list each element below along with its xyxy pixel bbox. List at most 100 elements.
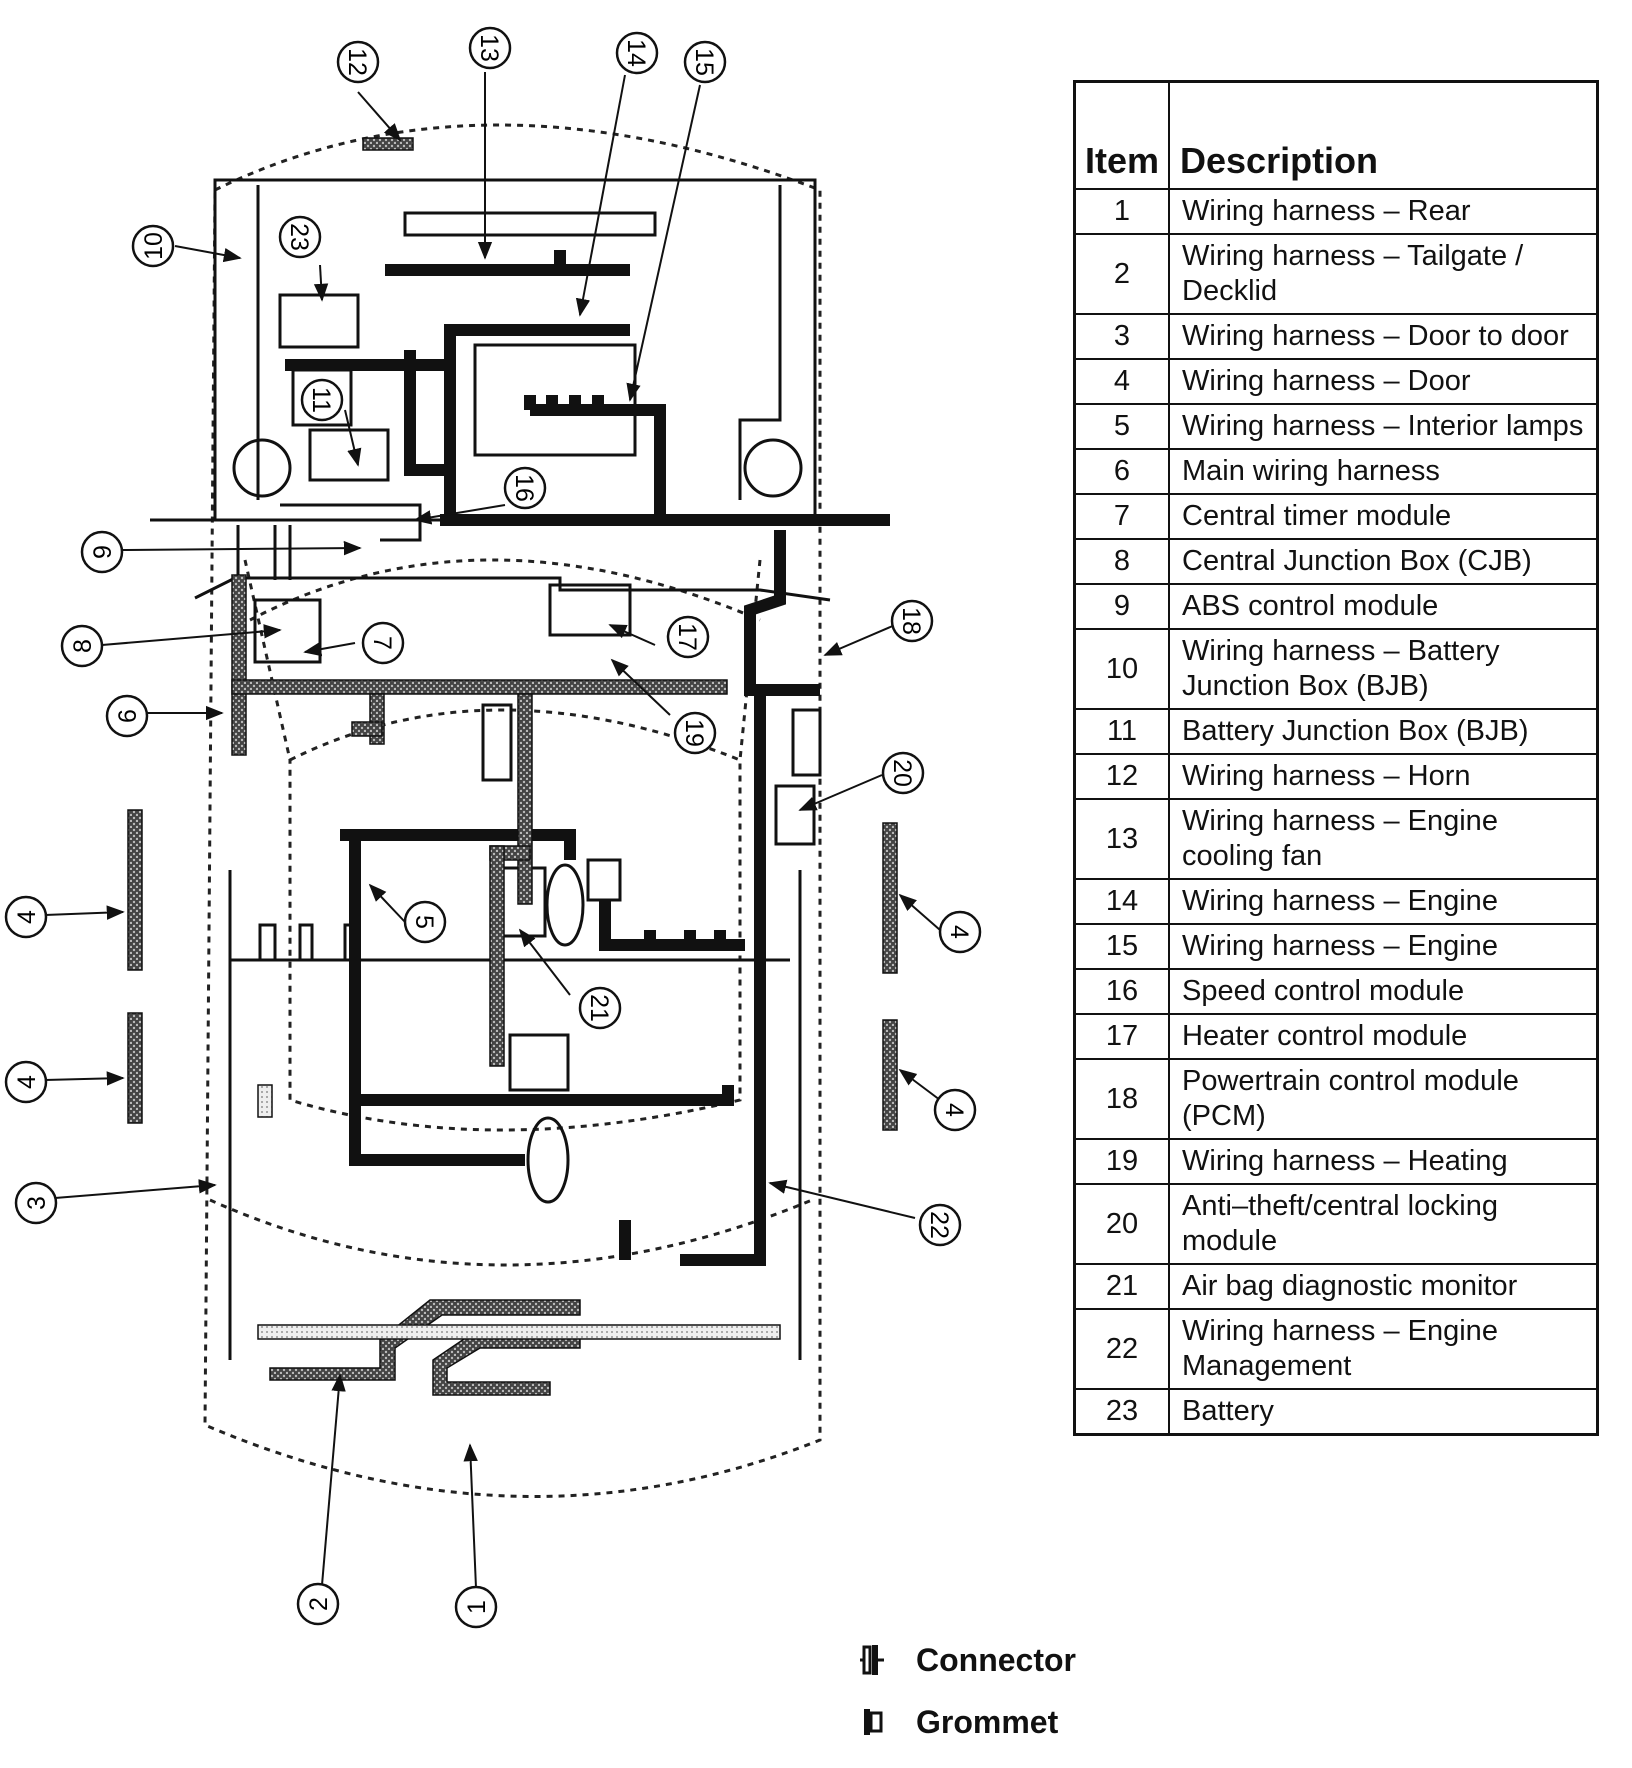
callout-11: 11 (300, 378, 344, 422)
callout-18-label: 18 (897, 607, 925, 635)
item-number: 15 (1073, 923, 1170, 970)
item-description: Wiring harness – Engine (1168, 923, 1599, 970)
item-number: 17 (1073, 1013, 1170, 1060)
callout-10-label: 10 (140, 232, 168, 260)
item-number: 3 (1073, 313, 1170, 360)
item-description: Central Junction Box (CJB) (1168, 538, 1599, 585)
callout-15: 15 (683, 40, 727, 84)
harness-black (285, 250, 890, 1266)
callout-2: 2 (296, 1582, 340, 1626)
callout-1-label: 1 (463, 1600, 491, 1614)
callout-16: 16 (503, 466, 547, 510)
callout-7: 7 (361, 621, 405, 665)
callout-5: 5 (403, 900, 447, 944)
callout-4b: 4 (4, 1060, 48, 1104)
callout-22-label: 22 (925, 1211, 953, 1239)
callout-10: 10 (131, 224, 175, 268)
engine-bay (150, 178, 831, 1360)
item-number: 22 (1073, 1308, 1170, 1390)
item-description: Wiring harness – Tailgate / Decklid (1168, 233, 1599, 315)
callout-13: 13 (468, 26, 512, 70)
item-description: Heater control module (1168, 1013, 1599, 1060)
callouts: 1 2 3 4 4 4 4 5 6 7 8 9 10 11 12 13 14 1… (4, 26, 982, 1629)
item-number: 16 (1073, 968, 1170, 1015)
callout-21-label: 21 (585, 994, 613, 1022)
callout-6: 6 (105, 694, 149, 738)
callout-22: 22 (918, 1203, 962, 1247)
callout-20-label: 20 (888, 759, 916, 787)
item-description: ABS control module (1168, 583, 1599, 630)
harness-rear (257, 1324, 781, 1340)
callout-8: 8 (60, 624, 104, 668)
callout-16-label: 16 (510, 474, 538, 502)
callout-9-label: 9 (89, 545, 117, 559)
callout-11-label: 11 (307, 387, 335, 413)
item-description: Wiring harness – Engine Management (1168, 1308, 1599, 1390)
item-number: 10 (1073, 628, 1170, 710)
callout-2-label: 2 (305, 1597, 333, 1611)
item-number: 21 (1073, 1263, 1170, 1310)
item-description: Wiring harness – Rear (1168, 188, 1599, 235)
item-number: 19 (1073, 1138, 1170, 1185)
item-number: 13 (1073, 798, 1170, 880)
item-description: Wiring harness – Door (1168, 358, 1599, 405)
callout-5-label: 5 (410, 915, 438, 929)
item-number: 7 (1073, 493, 1170, 540)
item-number: 8 (1073, 538, 1170, 585)
callout-4d-label: 4 (940, 1103, 968, 1117)
callout-17: 17 (666, 615, 710, 659)
item-description: Wiring harness – Battery Junction Box (B… (1168, 628, 1599, 710)
harness-rear-vertical (257, 1084, 273, 1118)
callout-19-label: 19 (680, 719, 708, 747)
item-description: Speed control module (1168, 968, 1599, 1015)
legend-connector-label: Connector (916, 1641, 1076, 1678)
callout-12-label: 12 (343, 48, 371, 76)
callout-21: 21 (578, 986, 622, 1030)
item-description: Wiring harness – Heating (1168, 1138, 1599, 1185)
callout-7-label: 7 (368, 636, 396, 650)
item-number: 18 (1073, 1058, 1170, 1140)
item-number: 11 (1073, 708, 1170, 755)
callout-9: 9 (80, 530, 124, 574)
harness-hatched (127, 137, 898, 1396)
item-description: Wiring harness – Engine cooling fan (1168, 798, 1599, 880)
callout-4b-label: 4 (13, 1075, 41, 1089)
legend: Connector Grommet (858, 1640, 1076, 1764)
callout-15-label: 15 (690, 48, 718, 76)
item-number: 12 (1073, 753, 1170, 800)
callout-17-label: 17 (673, 623, 701, 651)
item-description: Wiring harness – Horn (1168, 753, 1599, 800)
leader-lines (44, 72, 941, 1589)
callout-4a: 4 (4, 895, 48, 939)
legend-grommet: Grommet (858, 1702, 1076, 1742)
item-description: Wiring harness – Interior lamps (1168, 403, 1599, 450)
table-header-row: Item Description (1073, 80, 1599, 190)
legend-connector: Connector (858, 1640, 1076, 1680)
column-header-description: Description (1168, 80, 1599, 190)
callout-12: 12 (336, 40, 380, 84)
item-number: 14 (1073, 878, 1170, 925)
item-description: Wiring harness – Door to door (1168, 313, 1599, 360)
item-number: 1 (1073, 188, 1170, 235)
item-number: 6 (1073, 448, 1170, 495)
item-description: Central timer module (1168, 493, 1599, 540)
item-number: 9 (1073, 583, 1170, 630)
item-number: 2 (1073, 233, 1170, 315)
